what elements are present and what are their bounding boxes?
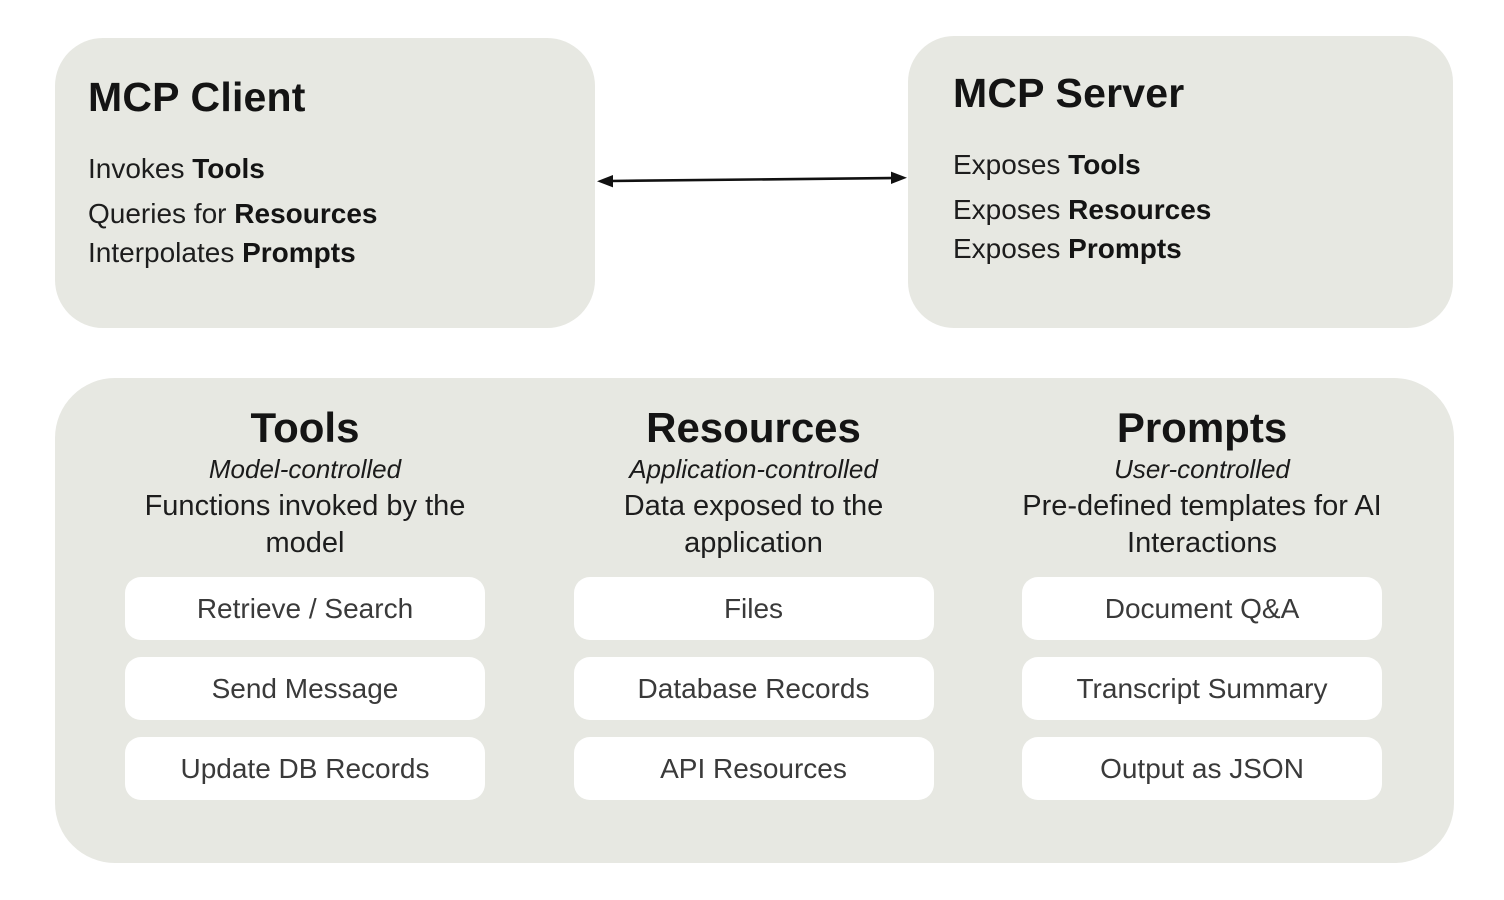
server-line-prefix: Exposes — [953, 194, 1069, 226]
client-line-keyword: Prompts — [242, 237, 356, 269]
mcp-client-title: MCP Client — [88, 74, 306, 120]
pill-retrieve-search: Retrieve / Search — [125, 577, 485, 641]
pill-transcript-summary: Transcript Summary — [1022, 657, 1382, 721]
client-line-prefix: Invokes — [88, 153, 193, 185]
client-line-interpolates-prompts: Interpolates Prompts — [88, 234, 565, 272]
server-line-keyword: Prompts — [1068, 233, 1182, 265]
client-line-keyword: Resources — [234, 198, 378, 230]
pill-send-message: Send Message — [125, 657, 485, 721]
mcp-server-title: MCP Server — [953, 70, 1185, 116]
mcp-server-box: MCP Server Exposes Tools Exposes Resourc… — [908, 36, 1453, 328]
tools-column: Tools Model-controlled Functions invoked… — [125, 378, 485, 863]
resources-column-title: Resources — [646, 404, 861, 451]
prompts-column-description: Pre-defined templates for AI Interaction… — [1022, 490, 1382, 560]
pill-document-qa: Document Q&A — [1022, 577, 1382, 641]
client-line-keyword: Tools — [192, 153, 265, 185]
resources-column-subtitle: Application-controlled — [629, 454, 878, 485]
capabilities-box: Tools Model-controlled Functions invoked… — [55, 378, 1454, 863]
server-line-prefix: Exposes — [953, 149, 1069, 181]
pill-api-resources: API Resources — [573, 737, 934, 801]
tools-column-subtitle: Model-controlled — [208, 454, 402, 485]
client-server-arrow — [597, 171, 907, 188]
tools-column-description: Functions invoked by the model — [144, 490, 466, 560]
prompts-column: Prompts User-controlled Pre-defined temp… — [1022, 378, 1382, 863]
client-line-queries-resources: Queries for Resources — [88, 195, 565, 233]
server-line-exposes-prompts: Exposes Prompts — [953, 230, 1423, 268]
pill-files: Files — [573, 577, 934, 641]
prompts-column-subtitle: User-controlled — [1114, 454, 1290, 485]
pill-database-records: Database Records — [573, 657, 934, 721]
server-line-keyword: Tools — [1068, 149, 1141, 181]
pill-output-as-json: Output as JSON — [1022, 737, 1382, 801]
server-line-prefix: Exposes — [953, 233, 1069, 265]
prompts-column-title: Prompts — [1116, 404, 1288, 451]
resources-column: Resources Application-controlled Data ex… — [573, 378, 934, 863]
server-line-exposes-tools: Exposes Tools — [953, 146, 1423, 184]
server-line-keyword: Resources — [1068, 194, 1212, 226]
client-line-prefix: Interpolates — [88, 237, 243, 269]
mcp-client-box: MCP Client Invokes Tools Queries for Res… — [55, 38, 595, 328]
pill-update-db-records: Update DB Records — [125, 737, 485, 801]
resources-column-description: Data exposed to the application — [623, 490, 884, 560]
server-line-exposes-resources: Exposes Resources — [953, 191, 1423, 229]
client-line-prefix: Queries for — [88, 198, 235, 230]
tools-column-title: Tools — [250, 404, 360, 451]
client-line-invokes-tools: Invokes Tools — [88, 150, 565, 188]
